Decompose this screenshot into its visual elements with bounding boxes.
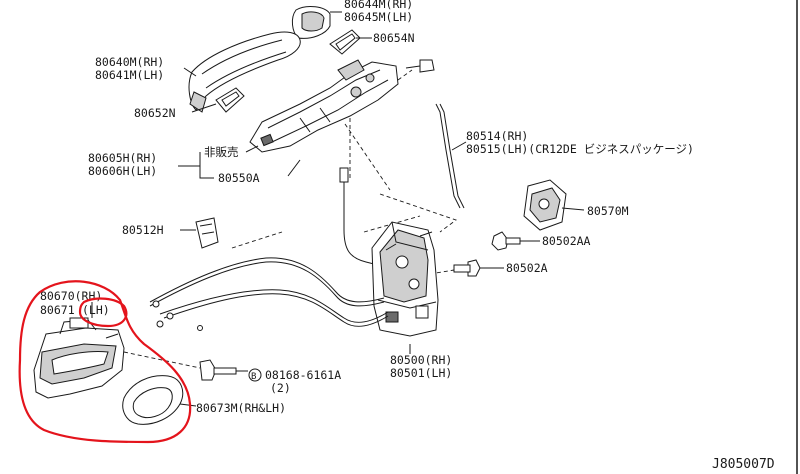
outside-handle-rear-gasket-part [215, 87, 245, 113]
label-80515: 80515(LH)(CR12DE ビジネスパッケージ) [466, 142, 694, 156]
screw-a-part [429, 259, 504, 277]
label-80570m: 80570M [587, 204, 629, 218]
label-80644m: 80644M(RH) [344, 0, 413, 11]
label-80550a: 80550A [218, 171, 260, 185]
label-80512h: 80512H [122, 223, 164, 237]
part-labels: 80644M(RH) 80645M(LH) 80654N 80640M(RH) … [40, 0, 775, 472]
striker-part [523, 179, 585, 231]
label-80645m: 80645M(LH) [344, 10, 413, 24]
label-80500: 80500(RH) [390, 353, 452, 367]
lh-circle-annotation [78, 297, 128, 328]
bolt-b-marker [248, 368, 262, 382]
label-80673m: 80673M(RH&LH) [196, 401, 286, 415]
label-80671-lh: (LH) [82, 303, 110, 317]
outside-handle-gasket-part [329, 29, 361, 55]
screw-aa-part [491, 231, 540, 251]
label-80652n: 80652N [134, 106, 176, 120]
knob-cable-part [339, 167, 383, 267]
lock-rod-part [435, 103, 465, 209]
outside-handle-cover-part [291, 6, 331, 39]
door-lock-actuator-part [371, 221, 439, 337]
label-80606h: 80606H(LH) [88, 164, 157, 178]
label-80605h: 80605H(RH) [88, 151, 157, 165]
inside-handle-part [33, 317, 125, 399]
inside-handle-escutcheon-part [122, 375, 197, 425]
bracket-screw-part [405, 59, 435, 73]
label-80640m: 80640M(RH) [95, 55, 164, 69]
label-80502a: 80502A [506, 261, 548, 275]
label-80670: 80670(RH) [40, 289, 102, 303]
diagram-code: J805007D [712, 457, 775, 472]
handle-bracket-part [249, 59, 399, 153]
label-80671: 80671 [40, 303, 75, 317]
bolt-b-letter: B [251, 372, 256, 382]
bolt-part [199, 359, 248, 381]
leader-lines [91, 11, 467, 354]
label-80502aa: 80502AA [542, 234, 591, 248]
inside-handle-cable-part [149, 257, 389, 331]
label-bolt-qty: (2) [270, 381, 291, 395]
label-not-for-sale: 非販売 [204, 145, 239, 159]
label-80514: 80514(RH) [466, 129, 528, 143]
label-80501: 80501(LH) [390, 366, 452, 380]
label-80641m: 80641M(LH) [95, 68, 164, 82]
label-08168: 08168-6161A [265, 368, 341, 382]
red-annotation-marks [18, 280, 192, 444]
label-80654n: 80654N [373, 31, 415, 45]
cable-clip-part [180, 217, 219, 249]
outside-handle-part [188, 31, 301, 113]
